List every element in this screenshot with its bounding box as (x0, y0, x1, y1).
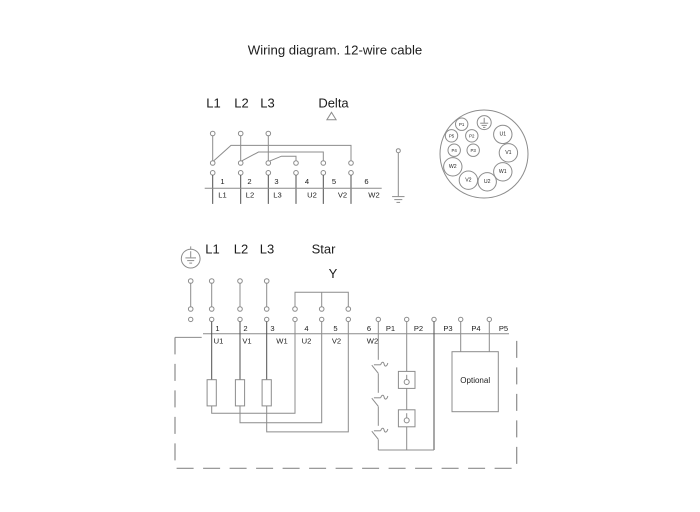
star-supply-wires (187, 278, 270, 312)
connector-pin-label: P5 (449, 134, 455, 139)
thermistor-branch (397, 321, 416, 450)
star-p-terminal-label: P4 (471, 324, 480, 333)
connector-pin-label: V2 (465, 177, 471, 183)
delta-terminal-label: V2 (338, 190, 347, 199)
delta-terminal-strip: 1 2 3 4 5 6 L1 L2 L3 U2 V2 W2 (204, 175, 382, 204)
optional-box (451, 351, 499, 413)
delta-terminal-number: 3 (274, 177, 278, 186)
motor-enclosure (174, 336, 518, 469)
star-terminal-label: V1 (242, 337, 251, 346)
star-p-terminal-label: P3 (443, 324, 452, 333)
motor-windings (206, 321, 349, 433)
star-section-label: Star (312, 241, 337, 256)
star-p-terminal-label: P1 (386, 324, 395, 333)
star-terminal-label: W1 (276, 337, 287, 346)
sensor-return-wires (378, 321, 435, 451)
thermistor-icon (397, 409, 416, 428)
delta-supply-wires (209, 130, 272, 161)
delta-jumper-wires (213, 144, 352, 162)
protective-earth-icon (180, 246, 201, 269)
thermal-protector-branch (371, 321, 389, 450)
connector-pin-label: U2 (484, 179, 491, 185)
page-title: Wiring diagram. 12-wire cable (248, 43, 422, 58)
star-terminal-strip: 1 2 3 4 5 6 P1 P2 P3 P4 P5 U1 V1 W1 U2 V… (203, 324, 509, 346)
star-terminal-label: U1 (214, 337, 224, 346)
delta-triangle-icon (326, 111, 337, 121)
connector-pin-label: W1 (499, 169, 507, 175)
star-terminal-number: 5 (333, 324, 337, 333)
star-terminal-number: 1 (215, 324, 219, 333)
delta-terminal-circles (209, 160, 354, 176)
delta-terminal-number: 4 (305, 177, 309, 186)
star-terminal-label: W2 (367, 337, 378, 346)
thermal-switch-icon (371, 427, 389, 440)
star-bridge-wires (292, 291, 352, 312)
connector-pin-label: P1 (459, 122, 465, 127)
earth-pin-icon (476, 115, 492, 131)
delta-terminal-label: W2 (368, 190, 379, 199)
pin-connector: P1 P2 P3 P4 P5 U1 V1 W1 U2 V2 W2 (439, 109, 529, 199)
optional-module: Optional (451, 321, 499, 413)
delta-phase-l3-label: L3 (260, 96, 274, 111)
star-p-terminal-label: P5 (499, 324, 508, 333)
delta-section: L1 L2 L3 Delta (204, 96, 405, 204)
connector-pin-label: W2 (449, 164, 457, 170)
enclosure-dashed-border (174, 337, 518, 469)
star-terminal-label: U2 (302, 337, 312, 346)
winding-v (234, 379, 246, 407)
connector-pin-label: U1 (499, 132, 506, 138)
delta-terminal-number: 6 (364, 177, 368, 186)
connector-pin-label: V1 (505, 150, 511, 156)
delta-section-label: Delta (318, 96, 349, 111)
star-y-symbol: Y (329, 266, 338, 281)
delta-terminal-label: L2 (246, 190, 254, 199)
connector-pin-label: P3 (471, 148, 477, 153)
connector-power-pins: U1 V1 W1 U2 V2 W2 (443, 124, 519, 192)
connector-pin-label: P4 (452, 148, 458, 153)
delta-terminal-label: U2 (307, 190, 317, 199)
star-phase-l2-label: L2 (234, 241, 248, 256)
star-section: L1 L2 L3 Star Y (174, 241, 518, 469)
star-p-terminal-label: P2 (414, 324, 423, 333)
delta-terminal-number: 2 (247, 177, 251, 186)
thermal-switch-icon (371, 394, 389, 407)
star-terminal-label: V2 (332, 337, 341, 346)
delta-terminal-number: 5 (332, 177, 336, 186)
delta-terminal-number: 1 (220, 177, 224, 186)
star-terminal-number: 2 (243, 324, 247, 333)
star-terminal-number: 3 (270, 324, 274, 333)
ground-icon (392, 148, 405, 203)
winding-w (261, 379, 272, 407)
delta-terminal-label: L1 (218, 190, 226, 199)
delta-phase-l2-label: L2 (234, 96, 248, 111)
winding-u (206, 379, 217, 407)
star-phase-l3-label: L3 (260, 241, 274, 256)
star-phase-l1-label: L1 (205, 241, 219, 256)
optional-box-label: Optional (460, 376, 490, 385)
connector-aux-pins: P1 P2 P3 P4 P5 (444, 117, 480, 157)
star-terminal-number: 6 (367, 324, 371, 333)
thermal-switch-icon (371, 361, 389, 374)
star-terminal-circles (188, 316, 492, 323)
star-terminal-number: 4 (304, 324, 308, 333)
delta-terminal-label: L3 (273, 190, 281, 199)
thermistor-icon (397, 370, 416, 389)
delta-phase-l1-label: L1 (206, 96, 220, 111)
connector-pin-label: P2 (469, 134, 475, 139)
